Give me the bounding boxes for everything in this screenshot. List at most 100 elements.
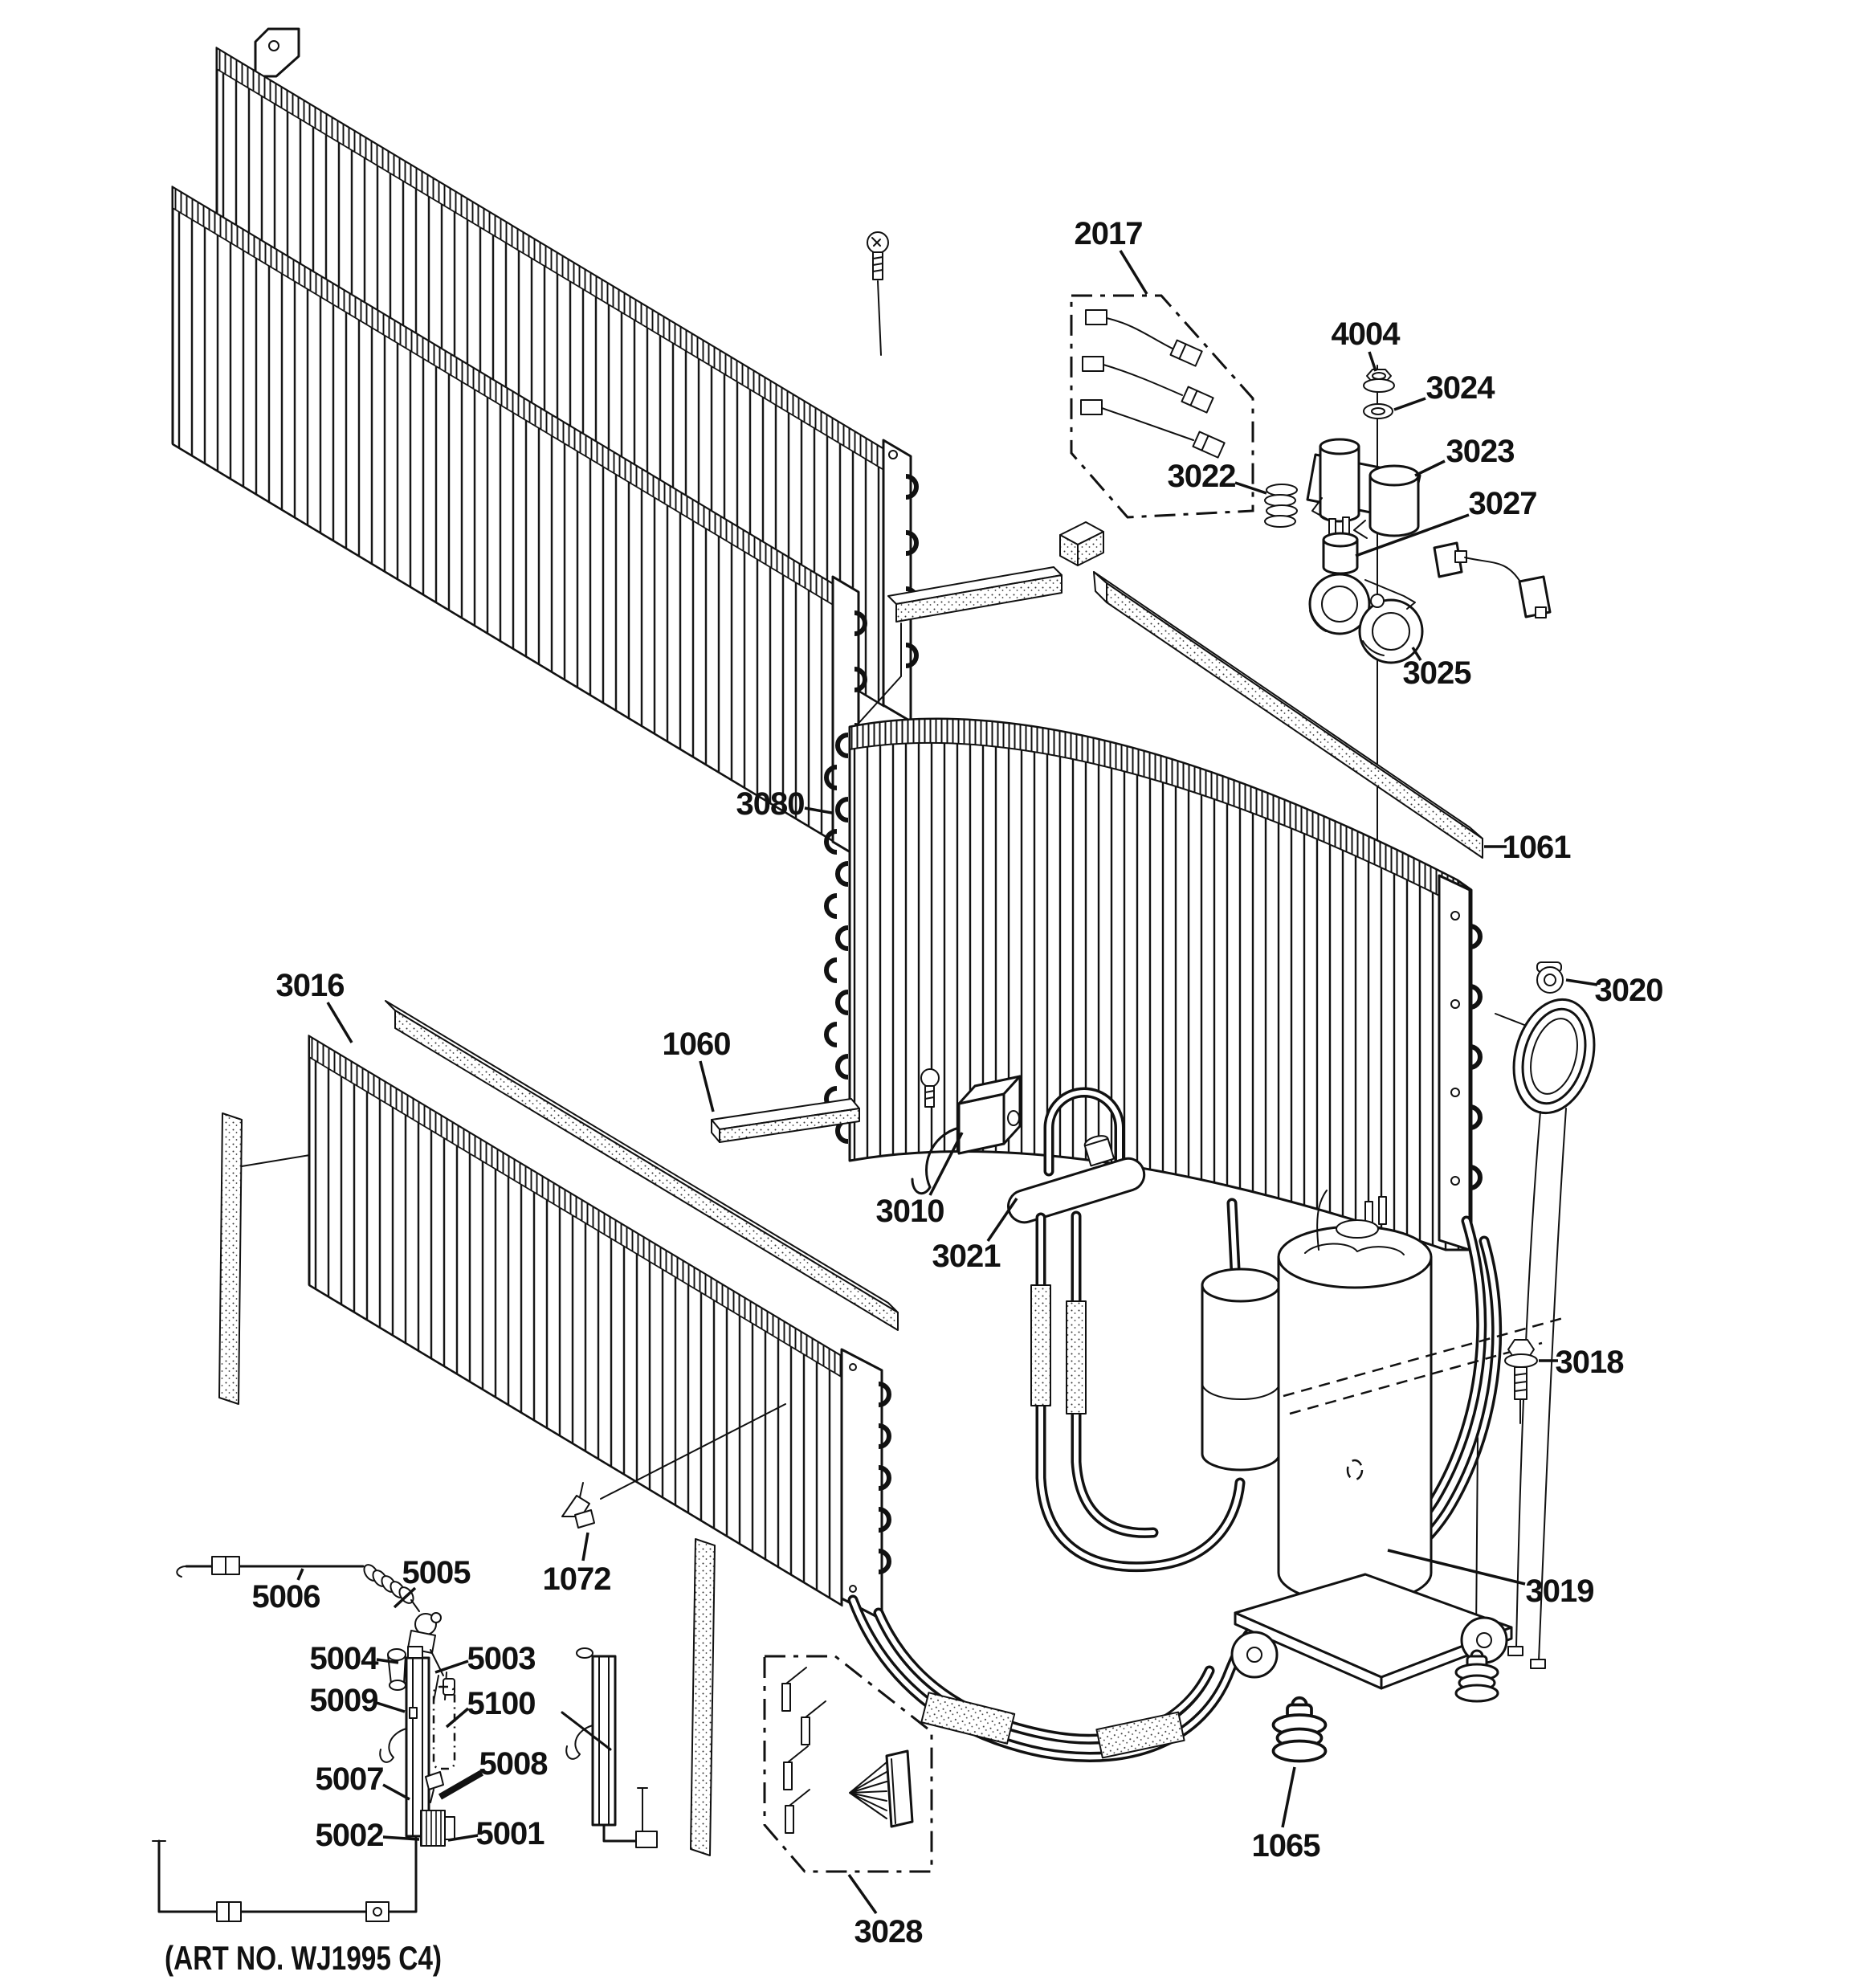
mount-grommet-1065 bbox=[1271, 1696, 1328, 1763]
callout-5005: 5005 bbox=[402, 1555, 471, 1590]
hole-5009 bbox=[409, 1707, 418, 1719]
callout-leader-3028 bbox=[847, 1873, 878, 1915]
callout-3010: 3010 bbox=[876, 1194, 944, 1229]
plug-3027 bbox=[1322, 516, 1359, 575]
callout-3028: 3028 bbox=[855, 1914, 924, 1949]
callout-3024: 3024 bbox=[1426, 370, 1496, 406]
compressor-group bbox=[1201, 1190, 1567, 1763]
spring-3022 bbox=[1264, 484, 1298, 528]
callout-leader-3020 bbox=[1565, 978, 1598, 986]
callout-leader-1060 bbox=[699, 1060, 715, 1112]
callout-leader-3024 bbox=[1393, 397, 1426, 411]
jumper-wire-connector bbox=[1433, 541, 1552, 618]
callout-leader-3010 bbox=[928, 1132, 964, 1196]
back-end-plate bbox=[882, 439, 912, 723]
callout-4004: 4004 bbox=[1332, 316, 1401, 352]
capacitor-3023 bbox=[1306, 438, 1421, 539]
terminal-5001-5002 bbox=[420, 1810, 446, 1847]
callout-leader-5006 bbox=[296, 1568, 304, 1581]
overload-cluster bbox=[1264, 369, 1552, 664]
callout-leader-3027 bbox=[1355, 513, 1470, 557]
callout-5004: 5004 bbox=[310, 1641, 380, 1676]
evaporator-end-plate bbox=[840, 1348, 883, 1621]
washer-3024 bbox=[1363, 403, 1393, 419]
callout-5009: 5009 bbox=[310, 1683, 378, 1718]
callout-3023: 3023 bbox=[1446, 434, 1515, 469]
manifold-3021 bbox=[1007, 1087, 1246, 1573]
callout-5002: 5002 bbox=[316, 1818, 384, 1853]
callout-leader-2017 bbox=[1119, 250, 1148, 295]
callout-leader-3019 bbox=[1387, 1549, 1526, 1586]
condenser-end-plate bbox=[1438, 874, 1471, 1251]
callout-5007: 5007 bbox=[316, 1761, 384, 1797]
callout-leader-3016 bbox=[326, 1002, 353, 1043]
callout-3022: 3022 bbox=[1168, 459, 1236, 494]
thermostat-bracket-5003 bbox=[379, 1646, 456, 1847]
capillary-line-2 bbox=[1538, 1108, 1567, 1662]
callout-3080: 3080 bbox=[736, 786, 805, 822]
callout-3018: 3018 bbox=[1556, 1345, 1625, 1380]
capillary-coil bbox=[1512, 998, 1596, 1115]
callout-5006: 5006 bbox=[252, 1579, 320, 1614]
shaft-5004 bbox=[387, 1648, 406, 1691]
callout-leader-1065 bbox=[1281, 1766, 1296, 1828]
clip-5008 bbox=[425, 1771, 444, 1790]
callout-leader-5002 bbox=[382, 1835, 420, 1841]
callout-1060: 1060 bbox=[663, 1027, 731, 1062]
callout-leader-5100 bbox=[445, 1707, 470, 1729]
callout-1061: 1061 bbox=[1503, 830, 1572, 865]
mounting-screw bbox=[867, 231, 889, 356]
thermostat-group bbox=[152, 1556, 658, 1922]
callout-leader-5001 bbox=[447, 1834, 479, 1842]
callout-3027: 3027 bbox=[1469, 486, 1537, 521]
callout-5003: 5003 bbox=[467, 1641, 536, 1676]
capillary-assembly bbox=[1495, 961, 1596, 1669]
callout-5100: 5100 bbox=[467, 1686, 536, 1721]
wire-kit-2017 bbox=[1070, 294, 1254, 519]
gasket-plate-3025 bbox=[1308, 573, 1424, 664]
evaporator-coil-3016 bbox=[218, 1000, 1279, 1763]
callout-leader-1072 bbox=[581, 1532, 589, 1561]
art-number: (ART NO. WJ1995 C4) bbox=[165, 1939, 442, 1977]
accumulator bbox=[1201, 1198, 1281, 1472]
sensing-bulb-5006 bbox=[176, 1556, 365, 1578]
callout-3021: 3021 bbox=[932, 1239, 1001, 1274]
clip-1072 bbox=[561, 1403, 786, 1529]
arm-hook bbox=[379, 1728, 407, 1763]
callout-3020: 3020 bbox=[1595, 973, 1663, 1008]
callout-leader-4004 bbox=[1368, 351, 1377, 372]
side-seal-strip bbox=[218, 1112, 243, 1405]
harness-connector bbox=[849, 1749, 914, 1828]
capillary-run bbox=[152, 1835, 418, 1922]
flange-nut-4004 bbox=[1363, 369, 1395, 393]
callout-5001: 5001 bbox=[476, 1816, 545, 1851]
callout-leader-3025 bbox=[1411, 647, 1422, 661]
corner-bracket bbox=[254, 27, 300, 78]
callout-leader-3080 bbox=[804, 806, 833, 814]
callout-3016: 3016 bbox=[276, 968, 345, 1003]
callout-leader-5007 bbox=[382, 1783, 410, 1801]
callout-1065: 1065 bbox=[1252, 1828, 1321, 1863]
callout-leader-5004 bbox=[376, 1658, 399, 1664]
dashed-boundary bbox=[1070, 294, 1254, 519]
seal-strips-middle bbox=[854, 521, 1483, 859]
callouts: 2017 4004 3024 3023 3022 3027 3025 1061 3080 3020… bbox=[252, 216, 1664, 1949]
callout-leader-3022 bbox=[1234, 481, 1267, 495]
callout-1072: 1072 bbox=[543, 1561, 611, 1597]
grommet-3020 bbox=[1536, 961, 1564, 994]
cover-5100 bbox=[432, 1685, 456, 1770]
callout-2017: 2017 bbox=[1075, 216, 1143, 251]
terminal-kit-3028 bbox=[763, 1655, 933, 1873]
bolt-3018 bbox=[1504, 1339, 1538, 1424]
callout-leader-5005 bbox=[393, 1586, 417, 1609]
callout-leader-3023 bbox=[1414, 459, 1446, 477]
callout-3025: 3025 bbox=[1403, 655, 1472, 691]
vertical-seal-strip bbox=[690, 1538, 716, 1856]
callout-leader-5003 bbox=[434, 1659, 469, 1674]
bracket-duplicate bbox=[561, 1647, 658, 1848]
callout-3019: 3019 bbox=[1526, 1574, 1594, 1609]
seal-strip-1060 bbox=[711, 1098, 860, 1143]
dashed-boundary-3028 bbox=[763, 1655, 933, 1873]
